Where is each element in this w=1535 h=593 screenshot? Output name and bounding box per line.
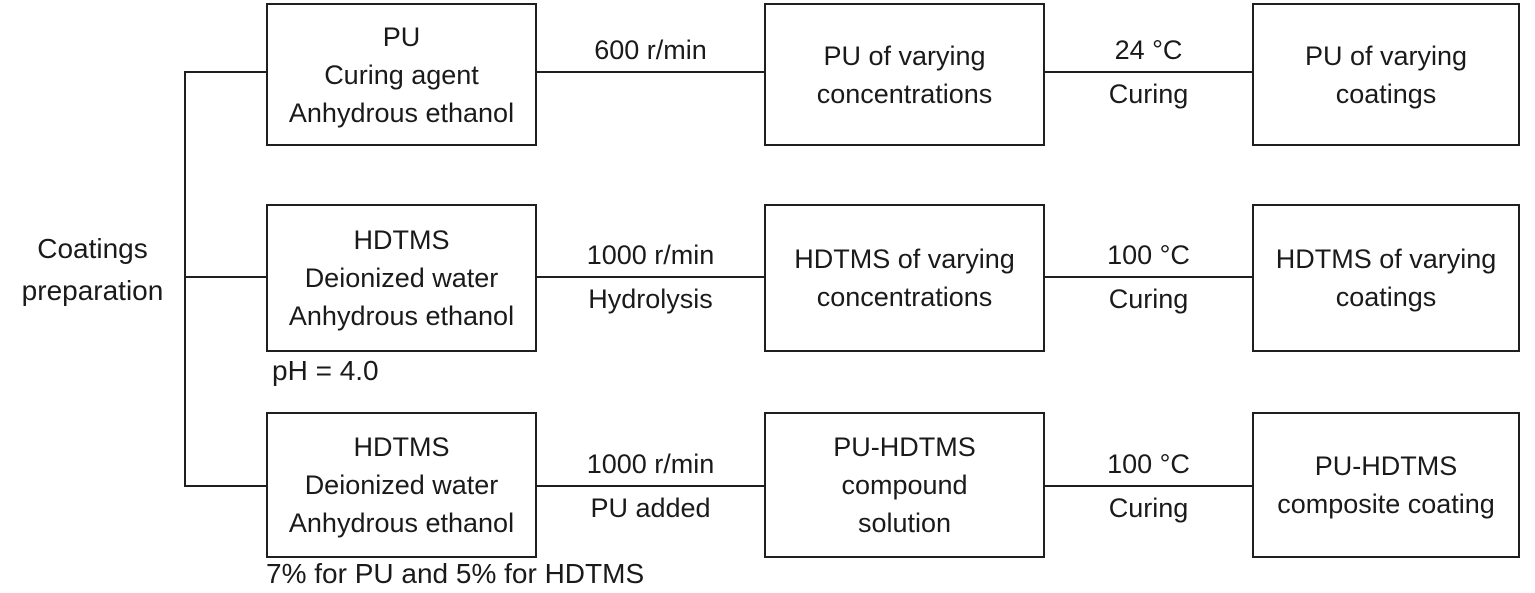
box-pu-source: PU Curing agent Anhydrous ethanol (266, 3, 537, 146)
tree-branch-row3-line (184, 485, 268, 487)
label-row1-curing: Curing (1108, 79, 1189, 109)
box-hdtms-concentrations-line2: concentrations (816, 282, 993, 312)
box-pu-concentrations: PU of varying concentrations (764, 3, 1045, 146)
box-hdtms-source-line2: Deionized water (304, 263, 499, 293)
box-pu-hdtms-source-line2: Deionized water (304, 470, 499, 500)
label-row1-stir-speed: 600 r/min (594, 35, 707, 65)
note-concentration-values: 7% for PU and 5% for HDTMS (266, 558, 645, 589)
label-row3-pu-added: PU added (590, 493, 711, 523)
box-pu-hdtms-source-line1: HDTMS (353, 432, 450, 462)
box-pu-hdtms-source-line3: Anhydrous ethanol (288, 508, 515, 538)
label-row3-curing: Curing (1108, 493, 1189, 523)
box-hdtms-coatings: HDTMS of varying coatings (1252, 204, 1520, 352)
box-pu-source-line2: Curing agent (324, 59, 479, 90)
label-row3-curing-temp: 100 °C (1107, 449, 1190, 479)
label-row3-stir-speed: 1000 r/min (586, 449, 715, 479)
box-pu-source-line3: Anhydrous ethanol (288, 97, 515, 128)
connector-row1-step1-line (537, 71, 764, 73)
box-composite-coating-line2: composite coating (1277, 489, 1495, 519)
connector-row2-step2-line (1045, 276, 1252, 278)
box-hdtms-concentrations-line1: HDTMS of varying (794, 244, 1015, 274)
connector-row3-step1-line (537, 485, 764, 487)
tree-branch-row1-line (184, 71, 268, 73)
box-pu-source-line1: PU (382, 21, 421, 52)
tree-branch-row2-line (184, 276, 268, 278)
box-compound-solution-line1: PU-HDTMS (833, 432, 976, 462)
box-compound-solution-line2: compound (841, 470, 968, 500)
connector-row3-step2-line (1045, 485, 1252, 487)
connector-row1-step2-line (1045, 71, 1252, 73)
box-pu-coatings-line2: coatings (1335, 78, 1437, 109)
label-row2-stir-speed: 1000 r/min (586, 240, 715, 270)
box-hdtms-source-line3: Anhydrous ethanol (288, 301, 515, 331)
root-label: Coatings preparation (0, 228, 185, 312)
box-hdtms-coatings-line1: HDTMS of varying (1275, 244, 1497, 274)
box-pu-coatings-line1: PU of varying (1304, 40, 1468, 71)
box-pu-concentrations-line2: concentrations (816, 78, 993, 109)
tree-trunk-line (184, 71, 186, 487)
box-pu-hdtms-source: HDTMS Deionized water Anhydrous ethanol (266, 412, 537, 558)
box-hdtms-concentrations: HDTMS of varying concentrations (764, 204, 1045, 352)
root-label-line2: preparation (21, 275, 164, 306)
label-row2-hydrolysis: Hydrolysis (588, 284, 713, 314)
box-compound-solution: PU-HDTMS compound solution (764, 412, 1045, 558)
root-label-line1: Coatings (37, 233, 148, 264)
box-pu-concentrations-line1: PU of varying (823, 40, 986, 71)
box-hdtms-source: HDTMS Deionized water Anhydrous ethanol (266, 204, 537, 352)
box-composite-coating: PU-HDTMS composite coating (1252, 412, 1520, 558)
label-row2-curing-temp: 100 °C (1107, 240, 1190, 270)
note-ph-value: pH = 4.0 (272, 355, 379, 386)
box-hdtms-coatings-line2: coatings (1335, 282, 1437, 312)
box-compound-solution-line3: solution (857, 508, 952, 538)
connector-row2-step1-line (537, 276, 764, 278)
box-pu-coatings: PU of varying coatings (1252, 3, 1520, 146)
label-row2-curing: Curing (1108, 284, 1189, 314)
box-composite-coating-line1: PU-HDTMS (1314, 451, 1458, 481)
box-hdtms-source-line1: HDTMS (353, 225, 450, 255)
label-row1-curing-temp: 24 °C (1114, 35, 1183, 65)
